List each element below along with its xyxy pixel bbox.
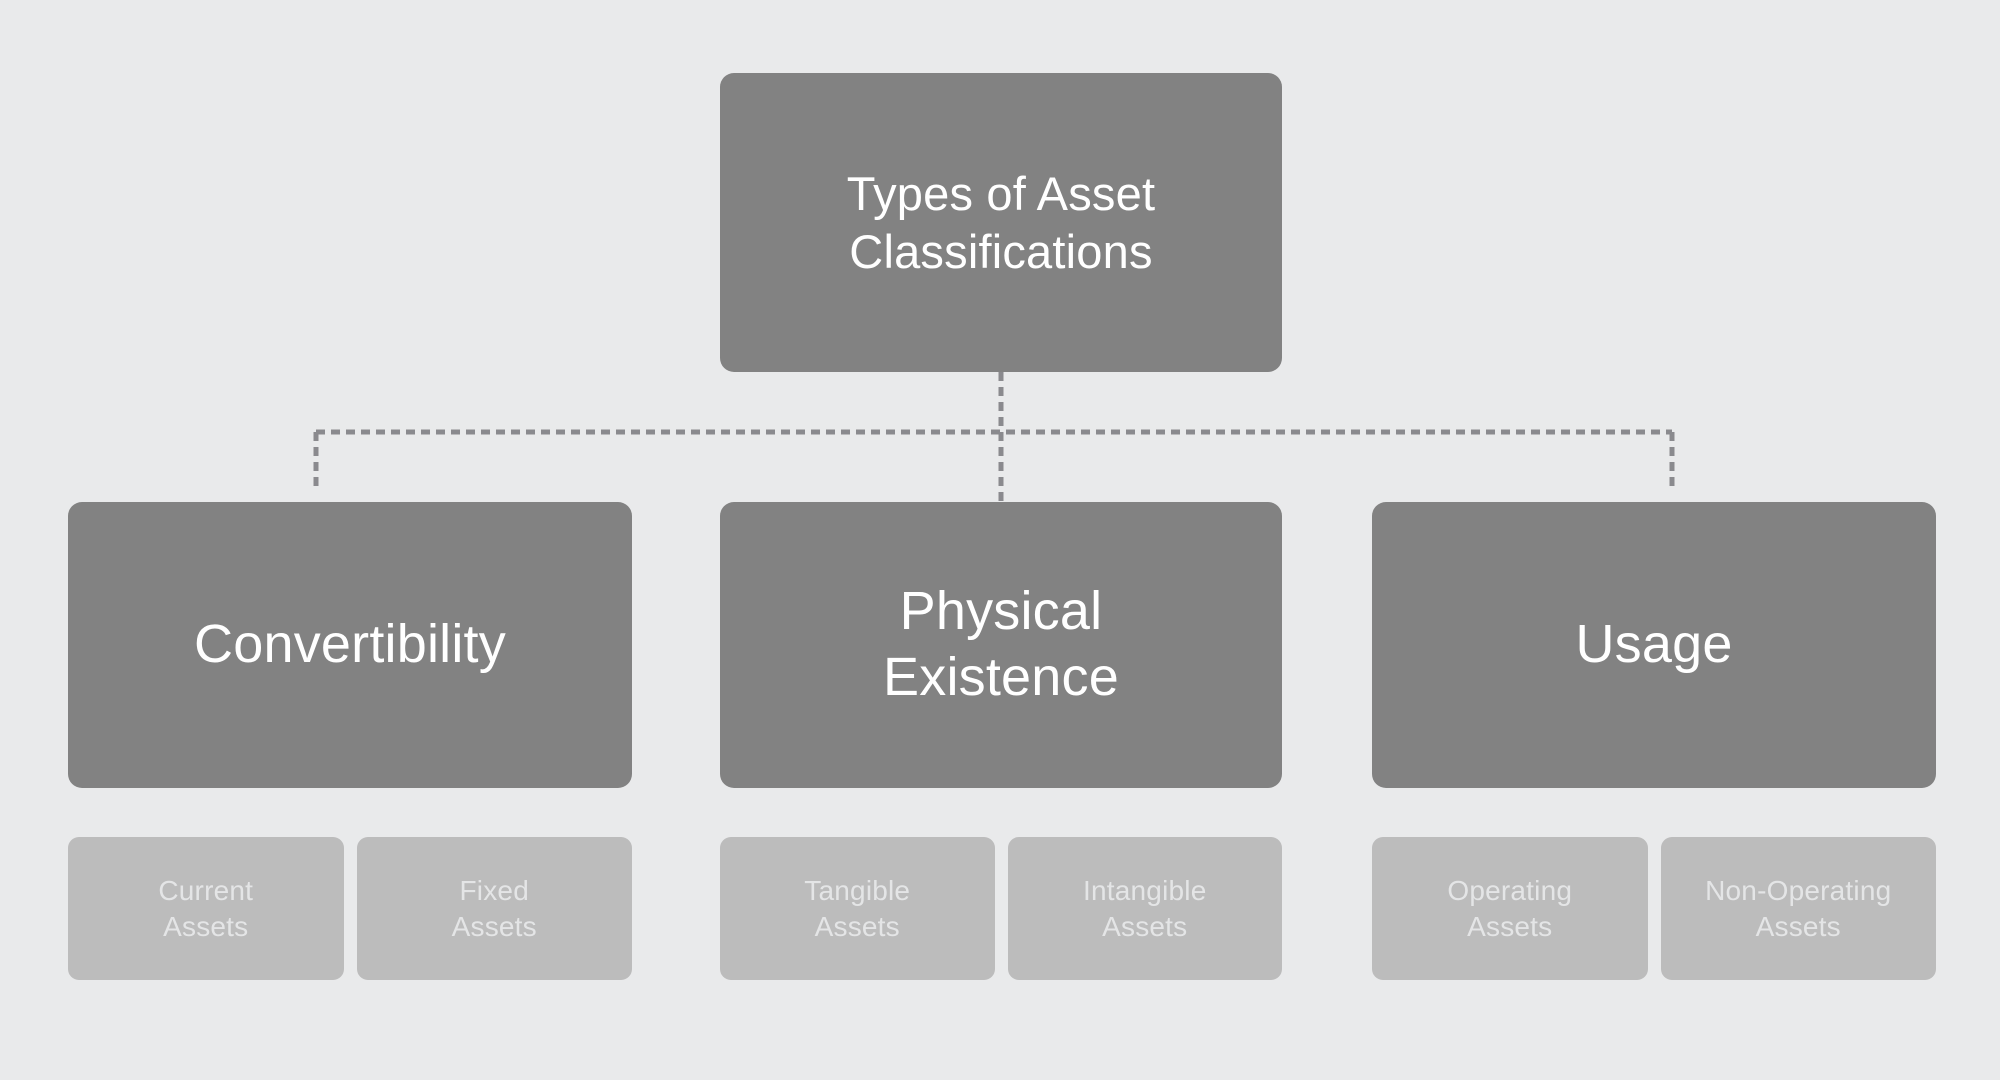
root-node-label: Types of Asset Classifications bbox=[846, 167, 1156, 278]
leaf-chip-intangible-assets[interactable]: Intangible Assets bbox=[1007, 837, 1282, 980]
leaf-chip-label: Operating Assets bbox=[1447, 874, 1573, 942]
leaf-chip-non-operating-assets[interactable]: Non-Operating Assets bbox=[1660, 837, 1936, 980]
leaf-chip-tangible-assets[interactable]: Tangible Assets bbox=[720, 837, 995, 980]
branch-node-convertibility[interactable]: Convertibility bbox=[68, 502, 632, 788]
leaf-chip-label: Non-Operating Assets bbox=[1705, 874, 1892, 942]
leaf-row-usage: Operating Assets Non-Operating Assets bbox=[1372, 837, 1936, 980]
leaf-chip-label: Fixed Assets bbox=[451, 874, 537, 942]
leaf-chip-label: Current Assets bbox=[158, 874, 254, 942]
leaf-chip-operating-assets[interactable]: Operating Assets bbox=[1372, 837, 1648, 980]
root-node[interactable]: Types of Asset Classifications bbox=[720, 73, 1282, 372]
branch-node-label: Convertibility bbox=[194, 614, 506, 675]
branch-node-physical-existence[interactable]: Physical Existence bbox=[720, 502, 1282, 788]
leaf-chip-label: Tangible Assets bbox=[804, 874, 911, 942]
branch-node-label: Physical Existence bbox=[883, 581, 1119, 707]
leaf-row-convertibility: Current Assets Fixed Assets bbox=[68, 837, 632, 980]
leaf-chip-current-assets[interactable]: Current Assets bbox=[68, 837, 344, 980]
branch-node-label: Usage bbox=[1575, 614, 1733, 675]
branch-node-usage[interactable]: Usage bbox=[1372, 502, 1936, 788]
leaf-row-physical-existence: Tangible Assets Intangible Assets bbox=[720, 837, 1282, 980]
leaf-chip-fixed-assets[interactable]: Fixed Assets bbox=[356, 837, 632, 980]
leaf-chip-label: Intangible Assets bbox=[1083, 874, 1207, 942]
